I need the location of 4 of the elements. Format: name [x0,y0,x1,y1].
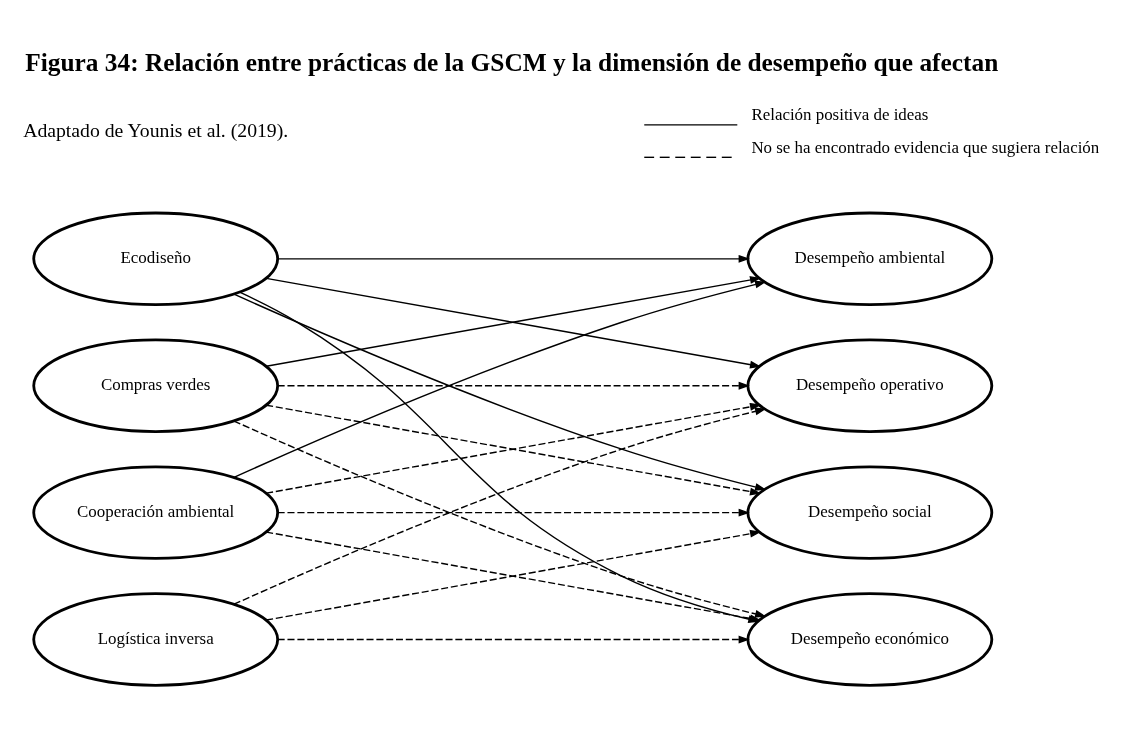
legend-label: No se ha encontrado evidencia que sugiera relación [751,137,1100,157]
legend-label: Relación positiva de ideas [751,104,929,124]
caption: Adaptado de Younis et al. (2019). [23,118,289,141]
diagram-title: Figura 34: Relación entre prácticas de la GSCM y la dimensión de desempeño que afectan [25,47,999,76]
